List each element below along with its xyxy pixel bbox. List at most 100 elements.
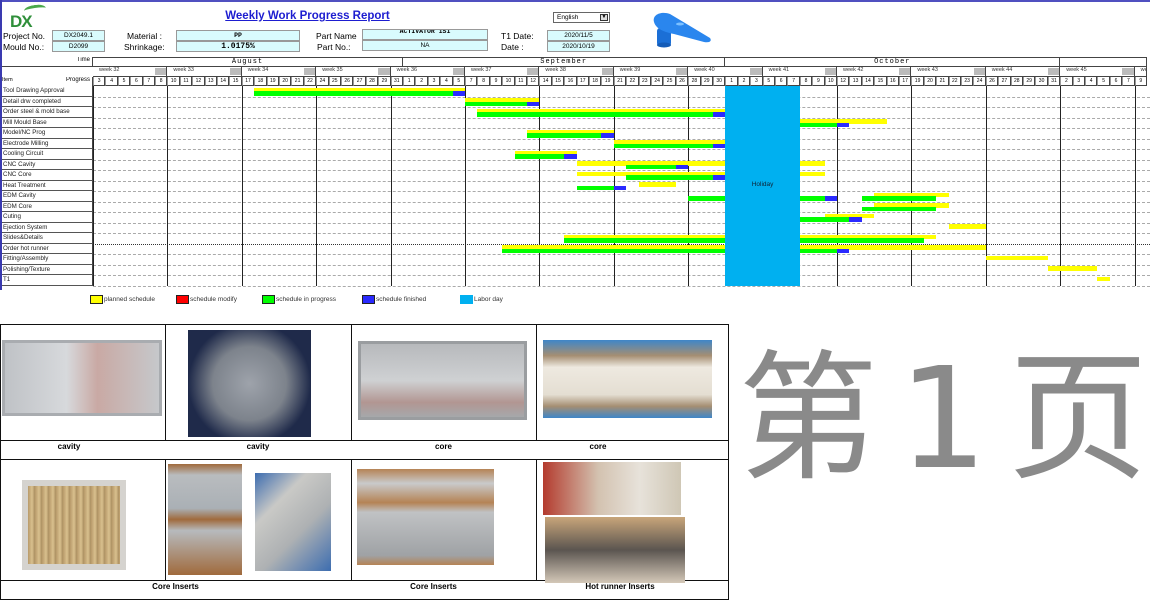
day-header: 9: [1134, 77, 1147, 86]
planned-bar: [874, 203, 949, 208]
material-field[interactable]: PP: [176, 30, 300, 41]
day-header: 24: [973, 77, 986, 86]
product-image: [653, 12, 711, 48]
day-header: 21: [936, 77, 949, 86]
row-gridline: [93, 201, 1150, 203]
week-header: week 34: [241, 67, 317, 77]
planned-bar: [477, 108, 726, 113]
legend-label: planned schedule: [104, 296, 155, 303]
caption-core-inserts-1: Core Inserts: [152, 582, 199, 591]
planned-bar: [613, 140, 726, 145]
day-header: 27: [998, 77, 1011, 86]
day-header: 21: [613, 77, 627, 86]
day-header: 21: [291, 77, 304, 86]
progress-bar: [254, 91, 453, 96]
week-header: week 41: [762, 67, 837, 77]
progress-bar: [465, 101, 527, 106]
finished-bar: [452, 91, 465, 96]
planned-bar: [514, 150, 577, 155]
row-gridline: [93, 233, 1150, 234]
day-header: 4: [105, 77, 118, 86]
planned-bar: [576, 171, 726, 176]
day-header: 15: [874, 77, 887, 86]
task-label: EDM Cavity: [2, 191, 93, 202]
day-header: 4: [1085, 77, 1098, 86]
week-shade: [899, 68, 911, 75]
day-header: 14: [861, 77, 875, 86]
day-header: 9: [489, 77, 503, 86]
week-header: week 37: [465, 67, 540, 77]
legend-label: schedule in progress: [276, 296, 336, 303]
t1-date-label: T1 Date:: [501, 31, 534, 41]
part-name-label: Part Name: [316, 31, 357, 41]
legend-label: Labor day: [474, 296, 503, 303]
day-header: 11: [514, 77, 527, 86]
week-shade: [229, 68, 241, 75]
week-label: week 33: [173, 67, 194, 73]
divider: [536, 324, 537, 440]
part-no-label: Part No.:: [317, 42, 351, 52]
day-header: 30: [713, 77, 726, 86]
day-header: 29: [700, 77, 713, 86]
day-header: 22: [948, 77, 961, 86]
row-gridline: [93, 96, 1150, 98]
week-header: week 40: [688, 67, 763, 77]
week-shade: [1122, 68, 1134, 75]
week-label: week 41: [768, 67, 790, 73]
planned-bar: [564, 234, 726, 239]
part-no-field[interactable]: NA: [362, 40, 488, 51]
row-gridline: [93, 180, 1150, 182]
row-gridline: [93, 149, 1150, 150]
week-label: week 44: [991, 67, 1013, 73]
task-label: Ejection System: [2, 222, 93, 233]
caption-hot-runner-inserts: Hot runner Inserts: [585, 582, 655, 591]
t1-date-field[interactable]: 2020/11/5: [547, 30, 610, 41]
company-logo: DX: [8, 3, 48, 32]
progress-bar: [861, 196, 937, 201]
legend-item: planned schedule: [90, 295, 155, 304]
date-field[interactable]: 2020/10/19: [547, 41, 610, 52]
day-header: 16: [886, 77, 899, 86]
week-shade: [601, 68, 613, 75]
project-no-field[interactable]: DX2049.1: [52, 30, 105, 41]
photo-core-inserts-blocks: [168, 464, 242, 575]
shrinkage-field[interactable]: 1.0175%: [176, 41, 300, 52]
divider: [0, 440, 729, 441]
week-header: week 36: [390, 67, 465, 77]
planned-bar: [799, 171, 825, 176]
finished-bar: [849, 217, 862, 222]
day-header: 18: [254, 77, 267, 86]
day-header: 1: [403, 77, 416, 86]
row-gridline: [93, 275, 1150, 276]
row-gridline: [93, 191, 1150, 192]
mould-no-field[interactable]: D2099: [52, 41, 105, 52]
progress-bar: [576, 185, 614, 190]
legend-label: schedule finished: [376, 296, 427, 303]
day-header: 12: [192, 77, 205, 86]
part-name-field[interactable]: ACTIVATOR 1S1: [362, 29, 488, 40]
day-header: 13: [204, 77, 217, 86]
week-header: week: [1134, 67, 1147, 77]
day-header: 18: [589, 77, 602, 86]
planned-bar: [465, 98, 540, 103]
task-label: Fitting/Assembly: [2, 254, 93, 265]
language-value: English: [557, 14, 579, 21]
planned-bar: [502, 245, 726, 250]
planned-bar: [254, 87, 465, 92]
chevron-down-icon[interactable]: ▼: [600, 14, 608, 21]
task-label: Slides&Details: [2, 233, 93, 244]
language-dropdown[interactable]: English ▼: [553, 12, 610, 23]
row-gridline: [93, 243, 1150, 245]
row-gridline: [93, 222, 1150, 224]
mould-no-label: Mould No.:: [3, 42, 45, 52]
day-header: 6: [1109, 77, 1123, 86]
day-header: 28: [688, 77, 701, 86]
day-header: 23: [961, 77, 974, 86]
progress-bar: [502, 248, 726, 253]
finished-bar: [527, 101, 540, 106]
week-divider: [1134, 86, 1136, 286]
week-label: week 40: [694, 67, 715, 73]
row-gridline: [93, 138, 1150, 140]
day-header: 3: [427, 77, 441, 86]
